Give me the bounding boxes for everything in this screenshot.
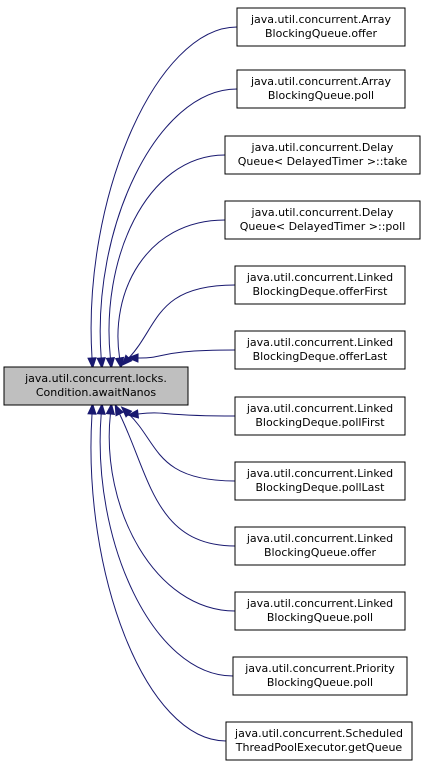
caller-node-line2: BlockingQueue.poll (267, 611, 373, 624)
caller-node-line1: java.util.concurrent.Delay (251, 141, 394, 154)
caller-node-box (234, 265, 406, 305)
caller-node-line2: ThreadPoolExecutor.getQueue (235, 741, 403, 754)
caller-node-line1: java.util.concurrent.Delay (251, 206, 394, 219)
caller-node[interactable]: java.util.concurrent.LinkedBlockingDeque… (234, 461, 406, 501)
arrowhead (114, 403, 125, 417)
focus-node-line2: Condition.awaitNanos (36, 386, 157, 399)
focus-node-line1: java.util.concurrent.locks. (24, 372, 167, 385)
edges (87, 26, 238, 742)
caller-node-line2: BlockingQueue.poll (267, 676, 373, 689)
call-edge (137, 349, 236, 359)
caller-node-line1: java.util.concurrent.Linked (246, 336, 393, 349)
arrowhead (126, 409, 140, 419)
caller-node-box (236, 7, 406, 47)
caller-node-box (234, 396, 406, 436)
caller-node-line2: Queue< DelayedTimer >::poll (240, 220, 406, 233)
call-edge (117, 219, 226, 359)
caller-node-line1: java.util.concurrent.Linked (246, 467, 393, 480)
call-edge (99, 413, 234, 677)
caller-node-line1: java.util.concurrent.Linked (246, 271, 393, 284)
arrowhead (105, 357, 116, 370)
caller-node-line1: java.util.concurrent.Linked (246, 597, 393, 610)
caller-node-line2: BlockingQueue.offer (264, 546, 376, 559)
arrowhead (114, 356, 125, 370)
caller-node-line2: BlockingQueue.poll (268, 89, 374, 102)
caller-node-line1: java.util.concurrent.Scheduled (234, 727, 403, 740)
caller-node[interactable]: java.util.concurrent.LinkedBlockingDeque… (234, 396, 406, 436)
call-edge (90, 26, 238, 359)
caller-node-box (224, 200, 421, 240)
caller-node[interactable]: java.util.concurrent.ArrayBlockingQueue.… (236, 7, 406, 47)
caller-node-line2: Queue< DelayedTimer >::take (238, 155, 408, 168)
arrowhead (120, 406, 133, 418)
call-edge (108, 413, 236, 612)
caller-node[interactable]: java.util.concurrent.ScheduledThreadPool… (225, 721, 413, 761)
call-edge (99, 88, 238, 359)
caller-node[interactable]: java.util.concurrent.LinkedBlockingDeque… (234, 330, 406, 370)
caller-node[interactable]: java.util.concurrent.ArrayBlockingQueue.… (236, 69, 406, 109)
arrowhead (105, 402, 116, 415)
caller-node[interactable]: java.util.concurrent.PriorityBlockingQue… (232, 656, 408, 696)
call-edge (119, 413, 236, 547)
nodes: java.util.concurrent.locks. Condition.aw… (3, 7, 421, 761)
caller-node[interactable]: java.util.concurrent.LinkedBlockingQueue… (234, 591, 406, 631)
caller-node-box (234, 526, 406, 566)
caller-node-box (224, 135, 421, 175)
caller-node-line2: BlockingDeque.pollFirst (255, 416, 385, 429)
call-edge (128, 284, 236, 359)
call-edge (108, 154, 226, 359)
caller-node-box (232, 656, 408, 696)
arrowhead (126, 353, 139, 363)
caller-node[interactable]: java.util.concurrent.LinkedBlockingQueue… (234, 526, 406, 566)
caller-node[interactable]: java.util.concurrent.LinkedBlockingDeque… (234, 265, 406, 305)
caller-node-line2: BlockingQueue.offer (265, 27, 377, 40)
caller-node-box (225, 721, 413, 761)
call-edge (90, 413, 227, 742)
caller-node-line2: BlockingDeque.offerFirst (253, 285, 389, 298)
caller-node-line1: java.util.concurrent.Array (250, 75, 391, 88)
focus-node: java.util.concurrent.locks. Condition.aw… (3, 366, 189, 406)
caller-node-line1: java.util.concurrent.Linked (246, 532, 393, 545)
caller-node-box (234, 330, 406, 370)
arrowhead (87, 357, 97, 370)
caller-node-line2: BlockingDeque.offerLast (253, 350, 388, 363)
caller-node-box (234, 461, 406, 501)
caller-node-line2: BlockingDeque.pollLast (256, 481, 386, 494)
call-edge (128, 413, 236, 482)
caller-node-box (236, 69, 406, 109)
caller-node-line1: java.util.concurrent.Array (250, 13, 391, 26)
arrowhead (96, 357, 106, 370)
call-edge (137, 412, 236, 417)
caller-node-line1: java.util.concurrent.Linked (246, 402, 393, 415)
caller-node-box (234, 591, 406, 631)
arrowhead (96, 402, 106, 415)
arrowhead (87, 402, 97, 415)
caller-node-line1: java.util.concurrent.Priority (244, 662, 395, 675)
